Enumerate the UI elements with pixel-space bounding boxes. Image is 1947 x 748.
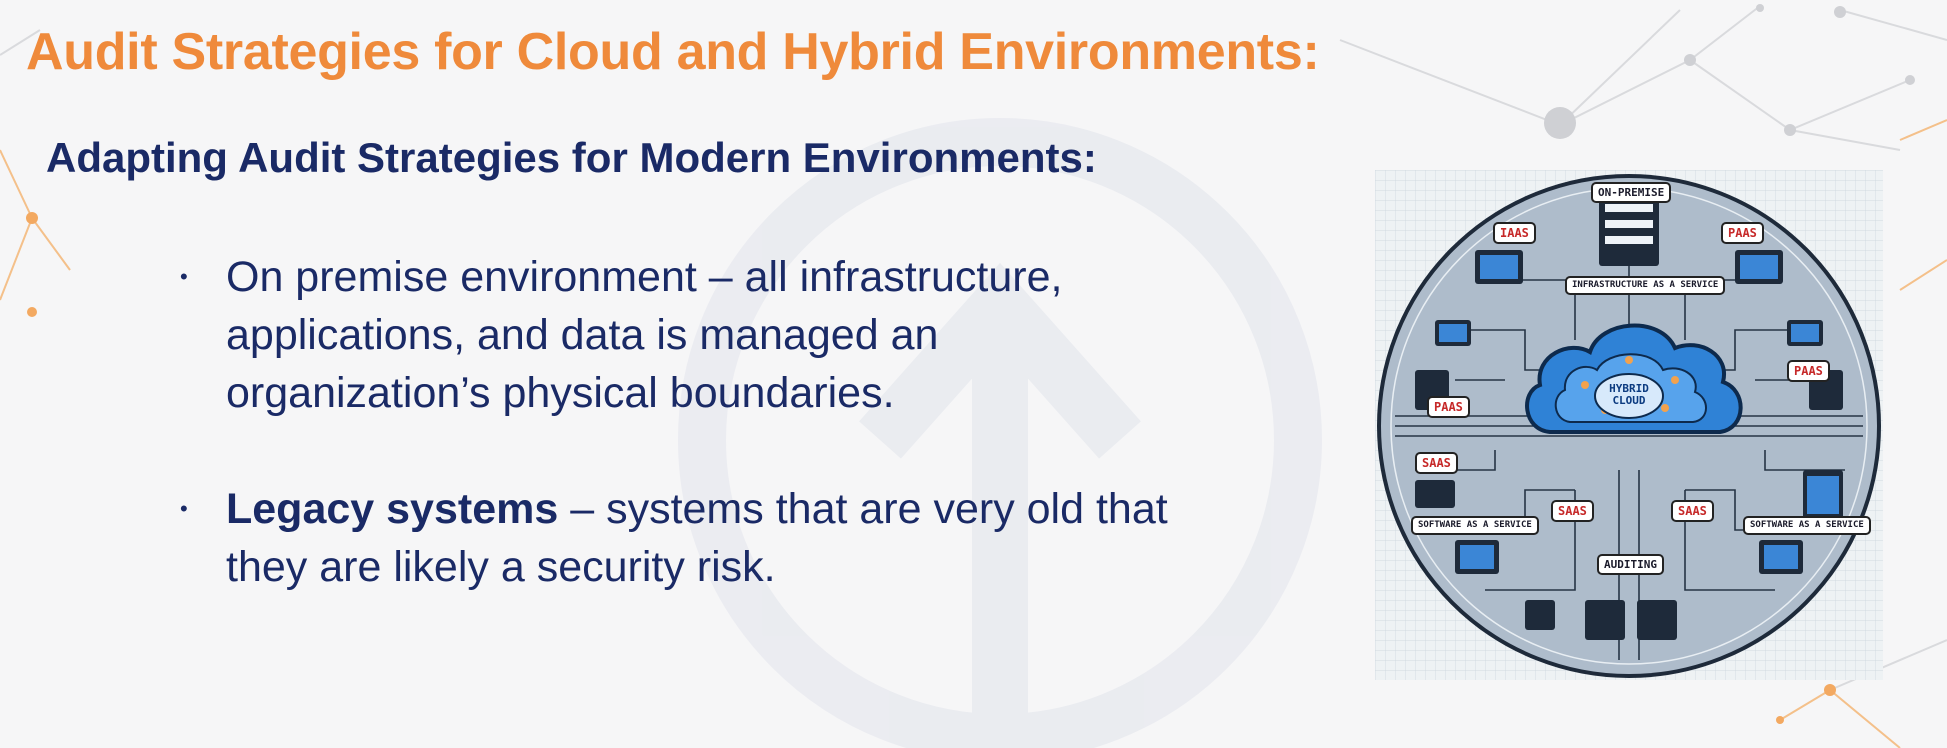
cloud-label-line2: CLOUD <box>1612 394 1646 408</box>
cloud-label-line1: HYBRID <box>1609 382 1649 395</box>
bullet-strong-term: Legacy systems <box>226 485 559 533</box>
bullet-text: – systems that are very old that they ar… <box>226 485 1168 591</box>
watermark-logo <box>678 118 1322 748</box>
label-saas-mid-right: SAAS <box>1671 500 1714 522</box>
bullet-text: On premise environment – all infrastruct… <box>226 253 1063 417</box>
bullet-list: • On premise environment – all infrastru… <box>180 248 1180 596</box>
label-paas-top: PAAS <box>1721 222 1764 244</box>
screen-glows <box>1439 255 1839 569</box>
bullet-item-on-premise: • On premise environment – all infrastru… <box>180 248 1180 422</box>
label-paas-left: PAAS <box>1427 396 1470 418</box>
label-on-premise: ON-PREMISE <box>1591 182 1672 203</box>
label-iaas: IAAS <box>1493 222 1536 244</box>
hybrid-cloud-diagram: ON-PREMISE IAAS PAAS INFRASTRUCTURE AS A… <box>1375 170 1883 680</box>
slide-title: Audit Strategies for Cloud and Hybrid En… <box>26 23 1320 81</box>
label-saas-left: SAAS <box>1415 452 1458 474</box>
label-software-as-a-service-left: SOFTWARE AS A SERVICE <box>1411 516 1539 535</box>
label-saas-mid-left: SAAS <box>1551 500 1594 522</box>
bullet-marker: • <box>180 264 188 289</box>
label-paas-right: PAAS <box>1787 360 1830 382</box>
slide-subtitle: Adapting Audit Strategies for Modern Env… <box>46 134 1097 181</box>
orange-nodes-decoration <box>26 212 1836 724</box>
network-nodes-decoration <box>1544 4 1915 139</box>
server-stripes <box>1605 204 1653 244</box>
bullet-marker: • <box>180 496 188 521</box>
cloud-nodes <box>1581 356 1679 414</box>
label-infrastructure-as-a-service: INFRASTRUCTURE AS A SERVICE <box>1565 276 1726 295</box>
diagram-artwork <box>1375 170 1883 680</box>
label-software-as-a-service-right: SOFTWARE AS A SERVICE <box>1743 516 1871 535</box>
cloud-label: HYBRID CLOUD <box>1601 382 1657 408</box>
bullet-item-legacy-systems: • Legacy systems – systems that are very… <box>180 480 1180 596</box>
label-auditing: AUDITING <box>1597 554 1664 575</box>
